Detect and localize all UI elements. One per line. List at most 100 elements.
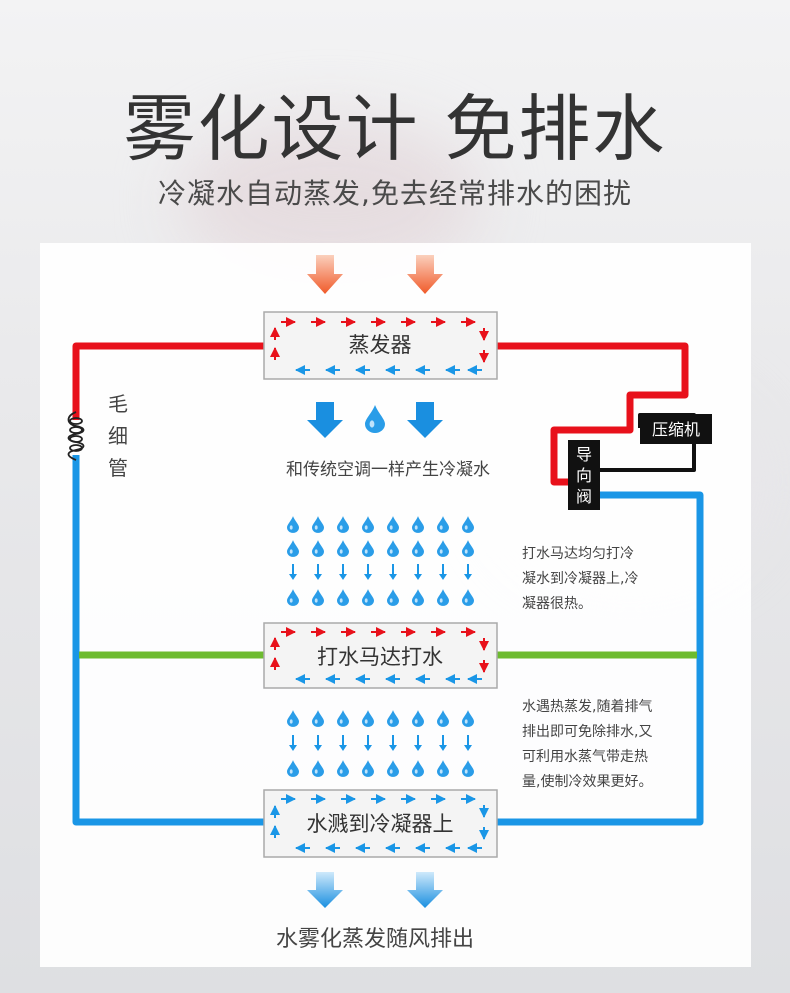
valve-label-2: 向 [576,466,592,485]
water-drop-icon [412,516,424,533]
down-arrow-icon [289,564,297,580]
condensate-arrows [307,402,443,438]
water-drop-icon [437,760,449,777]
bottom-caption: 水雾化蒸发随风排出 [276,927,474,952]
capillary-coil-icon [67,411,85,461]
water-drop-icon [412,710,424,727]
side-note-2-line: 水遇热蒸发,随着排气 [522,699,652,715]
side-note-2-line: 可利用水蒸气带走热 [522,749,648,765]
down-arrow-icon [407,255,443,294]
water-drop-icon [462,540,474,557]
water-drop-icon [287,540,299,557]
red-pipe [72,342,689,486]
water-drop-icon [312,516,324,533]
water-drop-icon [412,540,424,557]
water-drop-icon [437,540,449,557]
water-drop-icon [362,760,374,777]
capillary-label-3: 管 [108,456,128,480]
water-drop-icon [287,589,299,606]
pump-box: 打水马达打水 [263,622,498,689]
drop-grid-upper [287,516,474,606]
side-note-1-line: 打水马达均匀打冷 [522,545,634,562]
water-drop-icon [387,589,399,606]
water-drop-icon [287,760,299,777]
heat-in-arrows [307,255,443,294]
pump-label: 打水马达打水 [317,645,443,669]
red-pipe-left [72,342,264,420]
water-drop-icon [437,710,449,727]
water-drop-icon [387,540,399,557]
water-drop-icon [287,516,299,533]
water-drop-icon [462,760,474,777]
drop-grid-lower [287,710,474,777]
red-pipe-right [497,342,689,486]
water-drop-icon [462,710,474,727]
side-note-1-line: 凝器很热。 [522,596,592,612]
compressor-tag: 压缩机 [640,414,712,444]
down-arrow-icon [314,735,322,751]
down-arrow-icon [307,402,343,438]
water-drop-icon [412,760,424,777]
down-arrow-icon [414,564,422,580]
compressor-label: 压缩机 [652,420,700,439]
water-drop-icon [387,760,399,777]
blue-pipe-left [72,455,264,826]
side-note-2: 水遇热蒸发,随着排气 排出即可免除排水,又 可利用水蒸气带走热 量,使制冷效果更… [522,699,652,790]
blue-pipe [72,455,704,826]
water-drop-icon [312,540,324,557]
down-arrow-icon [289,735,297,751]
down-arrow-icon [389,735,397,751]
valve-label-3: 阀 [576,487,592,506]
capillary-label-2: 细 [108,424,128,448]
water-drop-icon [362,516,374,533]
down-arrow-icon [464,564,472,580]
water-drop-icon [312,710,324,727]
water-drop-icon [337,540,349,557]
page-subtitle: 冷凝水自动蒸发,免去经常排水的困扰 [158,177,632,210]
down-arrow-icon [464,735,472,751]
water-drop-icon [462,589,474,606]
water-drop-icon [287,710,299,727]
down-arrow-icon [364,735,372,751]
side-note-2-line: 量,使制冷效果更好。 [522,773,652,790]
down-arrow-icon [407,402,443,438]
down-arrow-icon [307,255,343,294]
down-arrow-icon [364,564,372,580]
down-arrow-icon [439,564,447,580]
water-drop-icon [362,589,374,606]
water-drop-icon [337,589,349,606]
side-note-2-line: 排出即可免除排水,又 [522,724,652,740]
evaporator-box: 蒸发器 [263,311,498,380]
water-drop-icon [412,589,424,606]
condenser-box: 水溅到冷凝器上 [263,789,498,858]
down-arrow-icon [314,564,322,580]
down-arrow-icon [439,735,447,751]
side-note-1: 打水马达均匀打冷 凝水到冷凝器上,冷 凝器很热。 [522,545,638,612]
side-note-1-line: 凝水到冷凝器上,冷 [522,571,638,587]
down-arrow-icon [339,564,347,580]
water-drop-icon [362,710,374,727]
water-drop-icon [437,589,449,606]
water-drop-icon [337,710,349,727]
down-arrow-icon [414,735,422,751]
down-arrow-icon [407,872,443,908]
condensation-text: 和传统空调一样产生冷凝水 [286,460,490,480]
water-drop-icon [362,540,374,557]
water-drop-icon [387,710,399,727]
down-arrow-icon [307,872,343,908]
water-drop-icon [337,516,349,533]
water-drop-icon [337,760,349,777]
valve-label-1: 导 [576,445,592,464]
condenser-label: 水溅到冷凝器上 [307,812,454,836]
water-drop-icon [312,589,324,606]
exhaust-arrows [307,872,443,908]
water-drop-icon [462,516,474,533]
blue-pipe-right [497,491,704,826]
evaporator-label: 蒸发器 [349,333,412,357]
water-drop-icon [312,760,324,777]
down-arrow-icon [389,564,397,580]
water-drop-icon [437,516,449,533]
water-drop-icon [387,516,399,533]
down-arrow-icon [339,735,347,751]
